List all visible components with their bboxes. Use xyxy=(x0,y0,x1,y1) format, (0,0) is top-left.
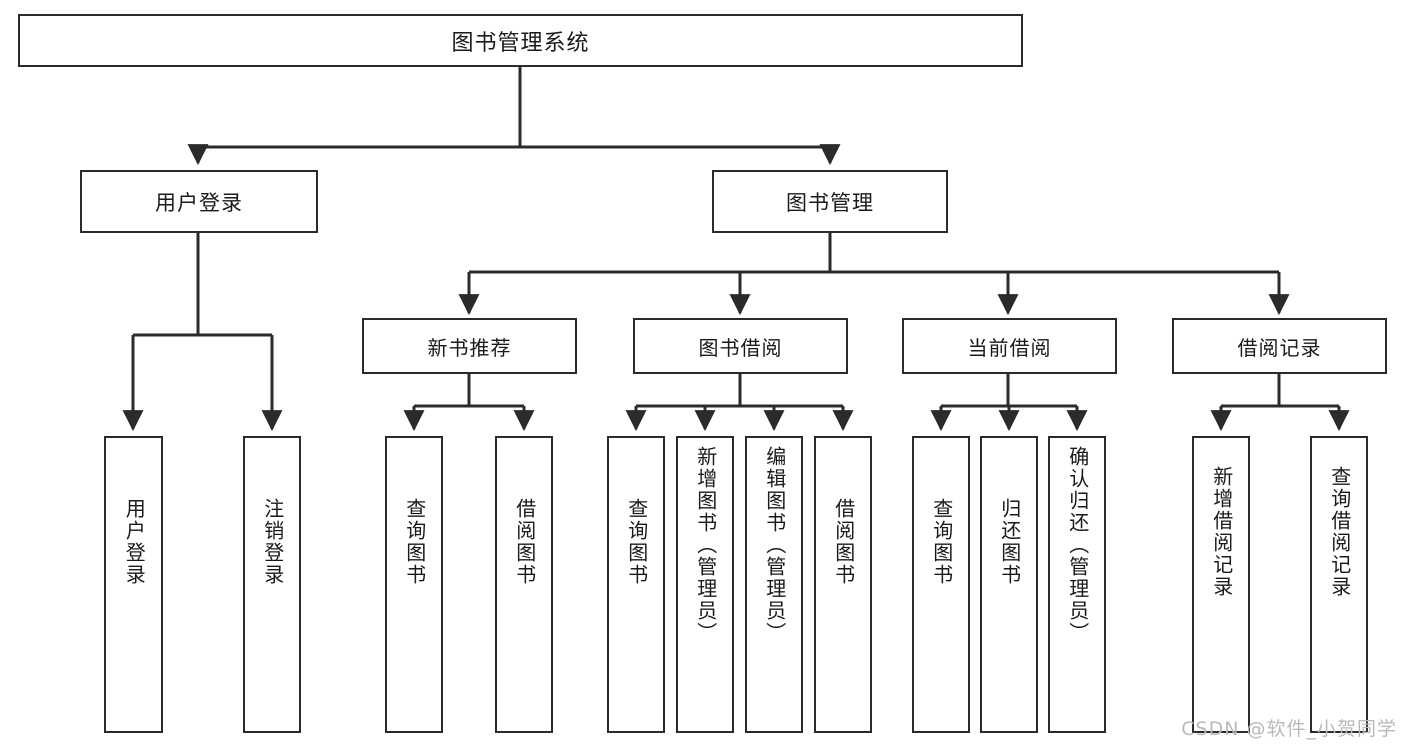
leaf-new-book-1-label: 查询图书 xyxy=(402,498,427,586)
leaf-current-borrow-2[interactable]: 归还图书 xyxy=(980,436,1038,733)
leaf-book-borrow-1[interactable]: 查询图书 xyxy=(607,436,665,733)
leaf-book-borrow-2[interactable]: 新增图书（管理员） xyxy=(676,436,734,733)
node-user-login-label: 用户登录 xyxy=(155,190,243,215)
leaf-new-book-1[interactable]: 查询图书 xyxy=(385,436,443,733)
leaf-book-borrow-3-label: 编辑图书（管理员） xyxy=(762,446,787,644)
leaf-book-borrow-4-label: 借阅图书 xyxy=(831,498,856,586)
leaf-book-borrow-2-label: 新增图书（管理员） xyxy=(693,446,718,644)
node-borrow-record-label: 借阅记录 xyxy=(1237,335,1322,360)
leaf-user-login-1[interactable]: 用户登录 xyxy=(104,436,163,733)
leaf-current-borrow-3-label: 确认归还（管理员） xyxy=(1065,446,1090,644)
leaf-user-login-2-label: 注销登录 xyxy=(260,498,285,586)
leaf-borrow-record-2[interactable]: 查询借阅记录 xyxy=(1310,436,1368,733)
node-root[interactable]: 图书管理系统 xyxy=(18,14,1023,67)
node-book-management[interactable]: 图书管理 xyxy=(712,170,948,233)
leaf-book-borrow-4[interactable]: 借阅图书 xyxy=(814,436,872,733)
node-book-management-label: 图书管理 xyxy=(786,190,874,215)
node-new-book-recommend[interactable]: 新书推荐 xyxy=(362,318,577,374)
node-book-borrow-label: 图书借阅 xyxy=(698,335,783,360)
node-current-borrow[interactable]: 当前借阅 xyxy=(902,318,1117,374)
leaf-current-borrow-3[interactable]: 确认归还（管理员） xyxy=(1048,436,1106,733)
node-user-login[interactable]: 用户登录 xyxy=(80,170,318,233)
leaf-current-borrow-1-label: 查询图书 xyxy=(929,498,954,586)
leaf-borrow-record-2-label: 查询借阅记录 xyxy=(1327,466,1352,598)
leaf-borrow-record-1[interactable]: 新增借阅记录 xyxy=(1192,436,1250,733)
leaf-book-borrow-1-label: 查询图书 xyxy=(624,498,649,586)
leaf-new-book-2-label: 借阅图书 xyxy=(512,498,537,586)
node-current-borrow-label: 当前借阅 xyxy=(967,335,1052,360)
leaf-borrow-record-1-label: 新增借阅记录 xyxy=(1209,466,1234,598)
leaf-user-login-1-label: 用户登录 xyxy=(122,498,147,586)
leaf-user-login-2[interactable]: 注销登录 xyxy=(243,436,301,733)
leaf-book-borrow-3[interactable]: 编辑图书（管理员） xyxy=(745,436,803,733)
node-root-label: 图书管理系统 xyxy=(451,30,590,56)
node-new-book-recommend-label: 新书推荐 xyxy=(427,335,512,360)
node-borrow-record[interactable]: 借阅记录 xyxy=(1172,318,1387,374)
node-book-borrow[interactable]: 图书借阅 xyxy=(633,318,848,374)
leaf-current-borrow-2-label: 归还图书 xyxy=(997,498,1022,586)
leaf-new-book-2[interactable]: 借阅图书 xyxy=(495,436,553,733)
leaf-current-borrow-1[interactable]: 查询图书 xyxy=(912,436,970,733)
